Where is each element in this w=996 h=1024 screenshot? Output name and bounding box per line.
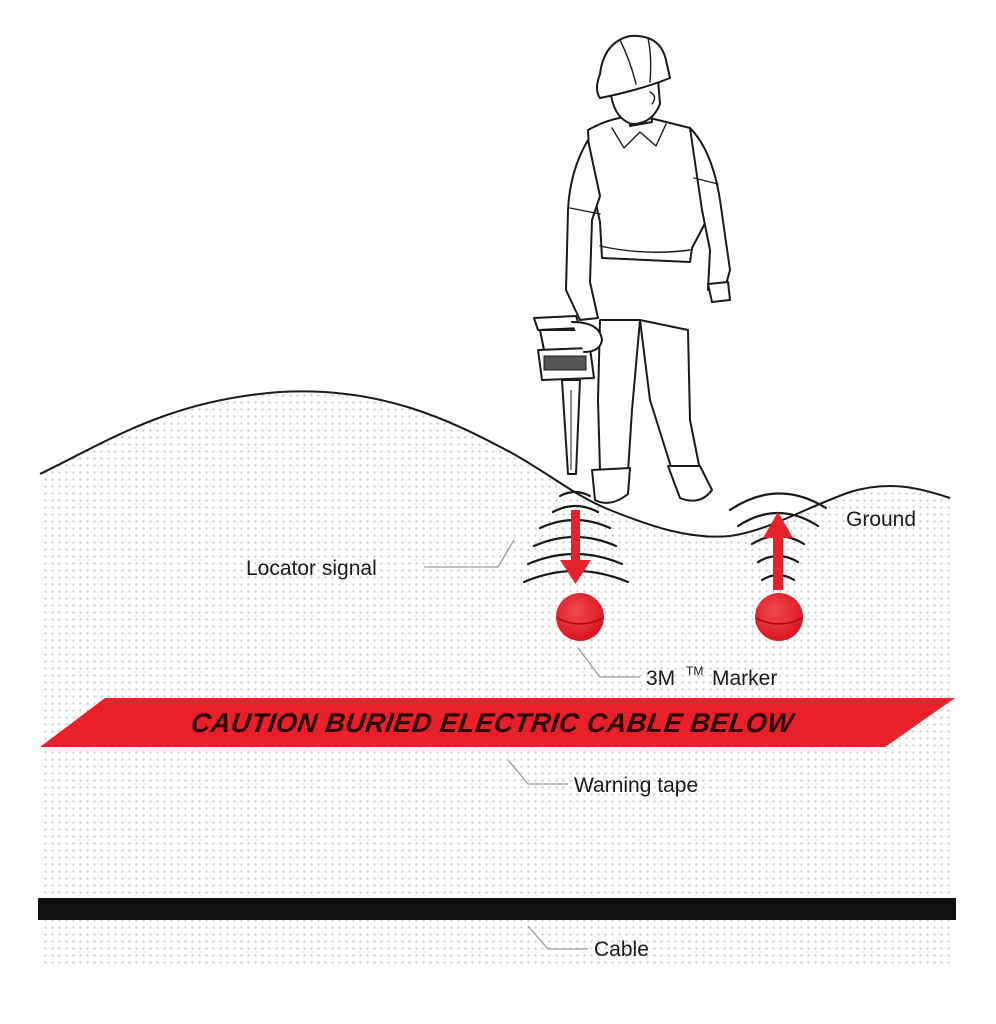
buried-cable bbox=[38, 898, 956, 920]
locator-signal-label: Locator signal bbox=[246, 557, 377, 580]
ground-label: Ground bbox=[846, 508, 916, 531]
marker-label-suffix: Marker bbox=[712, 667, 777, 690]
locator-signal-leader bbox=[424, 539, 515, 568]
marker-ball-right bbox=[755, 593, 803, 641]
construction-worker-icon bbox=[565, 34, 731, 504]
up-arrow-icon bbox=[763, 512, 793, 590]
marker-label-tm: TM bbox=[686, 664, 703, 678]
marker-label-prefix: 3M bbox=[646, 667, 675, 690]
warning-tape-text: CAUTION BURIED ELECTRIC CABLE BELOW bbox=[189, 707, 798, 738]
down-arrow-icon bbox=[560, 510, 591, 584]
marker-ball-left bbox=[556, 593, 604, 641]
soil-area bbox=[40, 391, 950, 965]
cable-label: Cable bbox=[594, 938, 649, 961]
marker-leader bbox=[577, 647, 640, 678]
warning-tape: CAUTION BURIED ELECTRIC CABLE BELOW bbox=[40, 698, 955, 747]
warning-tape-label: Warning tape bbox=[574, 774, 698, 797]
locator-device-icon bbox=[533, 315, 603, 475]
cable-leader bbox=[527, 925, 588, 950]
ground-surface-line bbox=[39, 390, 951, 538]
warning-tape-leader bbox=[507, 759, 568, 785]
